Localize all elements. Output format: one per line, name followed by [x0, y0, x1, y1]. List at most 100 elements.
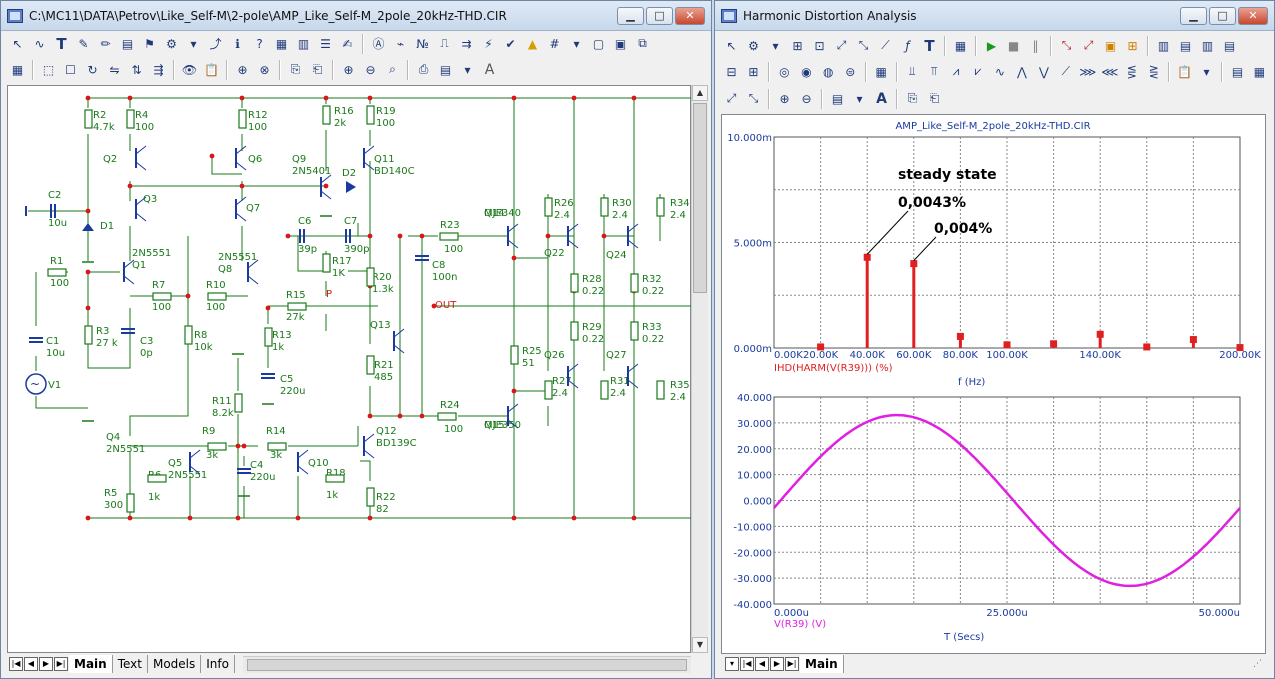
tab-main[interactable]: Main: [69, 655, 113, 673]
cursor-inflect-icon[interactable]: ∿: [994, 64, 1005, 79]
cursor-prev-icon[interactable]: ⋘: [1101, 64, 1119, 79]
autoscale-icon[interactable]: ⤡: [858, 38, 869, 52]
resistor-symbol[interactable]: [147, 474, 167, 483]
font-icon[interactable]: A: [484, 61, 495, 78]
grid-text-icon[interactable]: ▦: [275, 36, 288, 51]
flag-icon[interactable]: ⚑: [144, 36, 155, 51]
grid-box-icon[interactable]: ⊞: [748, 64, 759, 79]
resistor-symbol[interactable]: [630, 273, 639, 293]
cursor-valley-icon[interactable]: ⫪: [930, 64, 938, 78]
layout-icon[interactable]: ▤: [439, 62, 452, 77]
resistor-symbol[interactable]: [267, 442, 287, 451]
select-mode-icon[interactable]: ↖: [726, 38, 737, 53]
resistor-symbol[interactable]: [322, 105, 331, 125]
copy-icon[interactable]: ⎘: [290, 62, 301, 76]
edit-icon[interactable]: ✍: [342, 36, 353, 51]
schematic-titlebar[interactable]: C:\MC11\DATA\Petrov\Like_Self-M\2-pole\A…: [1, 1, 711, 31]
paste-icon[interactable]: ⎗: [312, 62, 323, 76]
help-icon[interactable]: ?: [256, 36, 263, 51]
find-icon[interactable]: ⚙: [166, 36, 177, 51]
fx-icon[interactable]: ƒ: [905, 38, 910, 53]
next-page-icon[interactable]: ▶: [39, 657, 53, 671]
border-icon[interactable]: ▢: [592, 36, 605, 51]
cursor-low-icon[interactable]: ⩗: [974, 64, 982, 78]
stop-icon[interactable]: ■: [1007, 38, 1020, 53]
tab-info[interactable]: Info: [201, 655, 235, 673]
attribute-text-icon[interactable]: Ⓐ: [372, 37, 385, 51]
analysis-minimize-button[interactable]: ▁: [1180, 7, 1207, 25]
schematic-horizontal-scrollbar[interactable]: [242, 655, 691, 673]
layout-icon[interactable]: ▤: [831, 91, 844, 106]
cursor-slope-icon[interactable]: ⟋: [1061, 64, 1071, 78]
select-box-icon[interactable]: ⬚: [42, 62, 55, 77]
scroll-down-icon[interactable]: ▼: [692, 637, 708, 653]
expand-icon[interactable]: ⤢: [726, 91, 737, 105]
analysis-maximize-button[interactable]: □: [1209, 7, 1236, 25]
close-button[interactable]: ✕: [675, 7, 705, 25]
tab-models[interactable]: Models: [148, 655, 202, 673]
prev-page-icon[interactable]: ◀: [24, 657, 38, 671]
next-page-icon[interactable]: ▶: [770, 657, 784, 671]
pane-4-icon[interactable]: ▤: [1223, 38, 1236, 53]
dropdown-icon[interactable]: ▾: [190, 36, 197, 51]
harmonic-plot-area[interactable]: [773, 136, 1244, 352]
title-block-icon[interactable]: ▣: [614, 36, 627, 51]
resistor-symbol[interactable]: [366, 267, 375, 287]
scope-3-icon[interactable]: ◍: [823, 64, 834, 79]
tag-icon[interactable]: ⤡: [1061, 38, 1072, 52]
resistor-symbol[interactable]: [238, 109, 247, 129]
diode-symbol[interactable]: [82, 223, 94, 231]
pane-2-icon[interactable]: ▤: [1179, 38, 1192, 53]
pencil-icon[interactable]: ✏: [100, 36, 111, 51]
list-icon[interactable]: ☰: [320, 36, 331, 51]
check-icon[interactable]: ✔: [505, 36, 516, 51]
collapse-icon[interactable]: ⤡: [748, 91, 759, 105]
zoom-in-icon[interactable]: ⊕: [343, 62, 354, 77]
resize-grip-icon[interactable]: ⋰: [1253, 659, 1262, 669]
data-points-icon[interactable]: ⊞: [1127, 38, 1138, 53]
text-icon[interactable]: T: [924, 36, 935, 55]
resistor-symbol[interactable]: [126, 109, 135, 129]
pin-connect-icon[interactable]: ⌁: [396, 36, 405, 51]
binoculars-icon[interactable]: 👁: [181, 62, 198, 77]
clipboard-dropdown-icon[interactable]: ▾: [1203, 64, 1210, 79]
paste-icon[interactable]: ⎗: [929, 91, 940, 105]
zoom-out-icon[interactable]: ⊖: [365, 62, 376, 77]
line-draw-icon[interactable]: ✎: [78, 36, 89, 51]
zoom-out-icon[interactable]: ⊖: [801, 91, 812, 106]
scope-1-icon[interactable]: ◎: [779, 64, 790, 79]
resistor-symbol[interactable]: [184, 325, 193, 345]
current-icon[interactable]: ⇉: [461, 36, 472, 51]
zoom-fit-icon[interactable]: ⌕: [389, 62, 396, 76]
cursor-max-icon[interactable]: ⋀: [1016, 64, 1027, 79]
probe-icon[interactable]: ⤴: [209, 37, 222, 51]
resistor-symbol[interactable]: [207, 292, 227, 301]
resistor-symbol[interactable]: [322, 253, 331, 273]
resistor-symbol[interactable]: [366, 355, 375, 375]
node-voltage-icon[interactable]: ⎍: [440, 36, 449, 50]
component-icon[interactable]: ▤: [121, 36, 134, 51]
resistor-symbol[interactable]: [437, 412, 457, 421]
warning-icon[interactable]: ▲: [527, 36, 538, 51]
dropdown-icon[interactable]: ▾: [772, 38, 779, 53]
resistor-symbol[interactable]: [439, 232, 459, 241]
text-icon[interactable]: T: [56, 34, 67, 53]
tag-delete-icon[interactable]: ⤢: [1083, 38, 1094, 52]
resistor-symbol[interactable]: [656, 380, 665, 400]
clipboard-icon[interactable]: 📋: [1177, 64, 1193, 79]
calculator-icon[interactable]: ▦: [1253, 64, 1266, 79]
resistor-symbol[interactable]: [287, 302, 307, 311]
resistor-symbol[interactable]: [366, 487, 375, 507]
node-numbers-icon[interactable]: №: [416, 36, 429, 51]
clipboard-icon[interactable]: 📋: [204, 62, 219, 77]
last-page-icon[interactable]: ▶|: [785, 657, 799, 671]
layout-dropdown-icon[interactable]: ▾: [464, 62, 471, 77]
resistor-symbol[interactable]: [656, 197, 665, 217]
plus-circle-icon[interactable]: ⊕: [237, 62, 248, 77]
analysis-close-button[interactable]: ✕: [1238, 7, 1268, 25]
flip-icon[interactable]: ⇅: [131, 62, 142, 77]
properties-2-icon[interactable]: ▦: [875, 64, 887, 79]
schematic-vertical-scrollbar[interactable]: ▲ ▼: [691, 85, 708, 653]
